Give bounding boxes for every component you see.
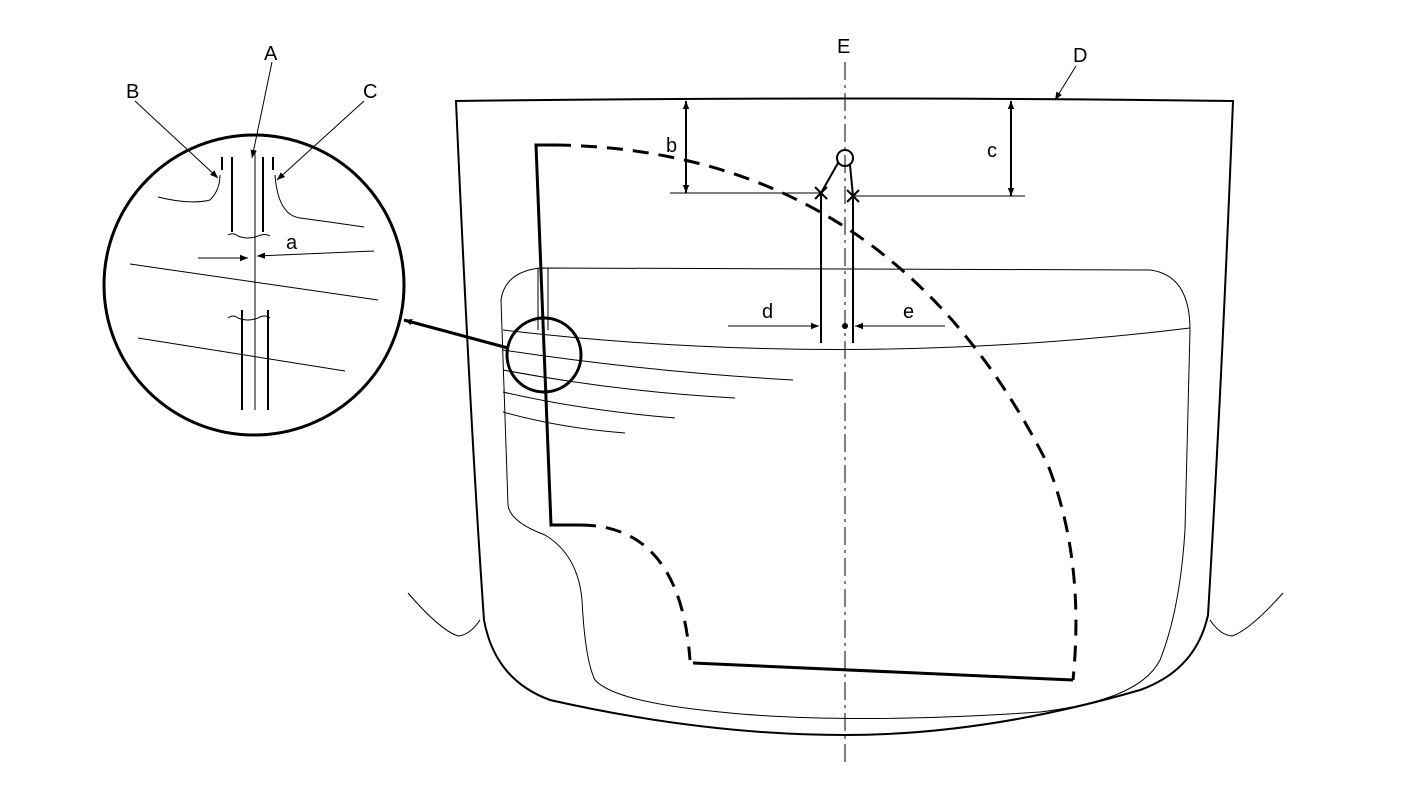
- leader-a: [250, 61, 273, 159]
- label-b-lower: b: [666, 135, 677, 157]
- label-a-upper: A: [264, 43, 278, 65]
- label-c-lower: c: [987, 140, 997, 162]
- sheet-boundary-dashed-arc: [554, 143, 1078, 681]
- windshield-contour: [500, 267, 1191, 719]
- magnified-detail: [102, 133, 406, 437]
- label-b-upper: B: [126, 81, 139, 103]
- label-d-lower: d: [762, 301, 773, 323]
- sheet-boundary-dashed-corner: [579, 523, 692, 661]
- label-c-upper: C: [363, 81, 377, 103]
- detail-arrow: [403, 318, 509, 350]
- leader-d: [1054, 65, 1077, 101]
- leader-c: [276, 100, 365, 181]
- detail-reference-circle: [505, 316, 583, 394]
- label-d-upper: D: [1073, 45, 1087, 67]
- leader-b: [134, 100, 219, 179]
- label-a-lower: a: [286, 232, 298, 254]
- label-e-lower: e: [903, 301, 914, 323]
- hood-ornament: [814, 149, 860, 343]
- hood-outline: [407, 97, 1284, 737]
- sheet-boundary-solid-bottom: [692, 661, 1074, 682]
- label-e-upper: E: [837, 36, 850, 58]
- sheet-boundary-solid: [534, 143, 580, 527]
